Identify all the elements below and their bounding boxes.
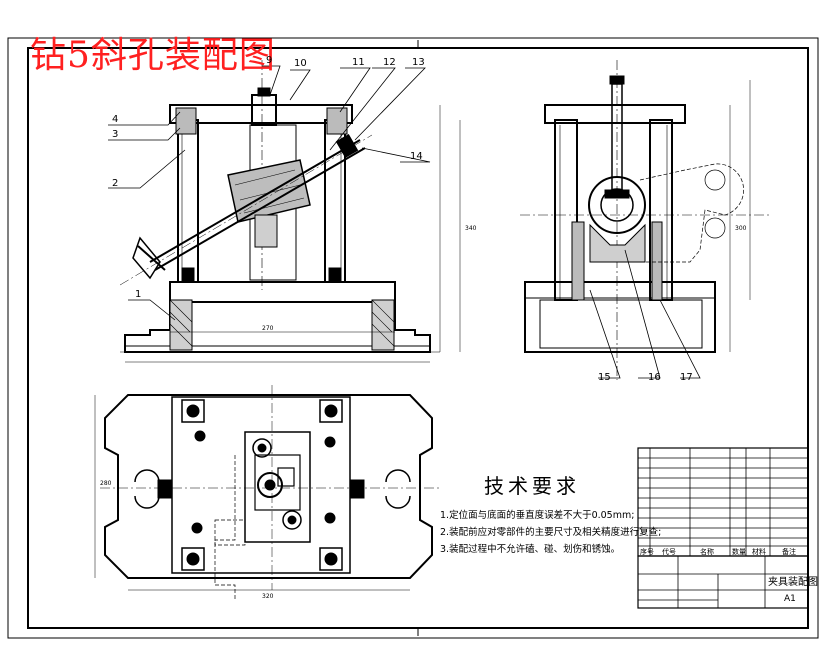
leader-lines-front — [108, 65, 431, 321]
drawing-title: 钻5斜孔装配图 — [30, 35, 276, 76]
part-number-1: 1 — [135, 289, 142, 300]
header-name: 名称 — [700, 548, 714, 556]
tech-requirements-heading: 技术要求 — [484, 474, 580, 498]
side-view — [520, 60, 770, 380]
handle — [132, 236, 161, 280]
inner-border — [27, 47, 809, 629]
part-number-3: 3 — [112, 129, 119, 140]
svg-text:300: 300 — [735, 225, 747, 232]
outer-border — [7, 37, 819, 639]
base-cavity — [189, 301, 376, 330]
base-section-left — [169, 299, 193, 351]
side-top-plate — [544, 104, 686, 124]
base-section-right — [371, 299, 395, 351]
tech-requirement-2: 2.装配前应对零部件的主要尺寸及相关精度进行复查; — [440, 527, 662, 538]
header-remark: 备注 — [782, 548, 796, 556]
parts-list — [637, 447, 809, 557]
part-number-12: 12 — [383, 57, 396, 68]
top-base-outline — [104, 394, 433, 579]
top-plate — [169, 104, 353, 124]
workpiece — [227, 159, 311, 223]
tech-requirement-1: 1.定位面与底面的垂直度误差不大于0.05mm; — [440, 510, 635, 521]
post-left — [177, 119, 199, 283]
front-view — [119, 60, 461, 363]
drill-bushing — [335, 134, 359, 158]
svg-text:270: 270 — [262, 325, 274, 332]
part-number-2: 2 — [112, 178, 119, 189]
part-number-13: 13 — [412, 57, 425, 68]
tech-requirement-3: 3.装配过程中不允许磕、碰、划伤和锈蚀。 — [440, 544, 621, 555]
leader-lines-side — [589, 249, 701, 379]
top-view — [94, 385, 440, 600]
dimension-texts: 270 340 300 280 320 — [100, 225, 747, 600]
sheet-size: A1 — [784, 594, 796, 604]
title-block — [637, 555, 809, 609]
part-number-15: 15 — [598, 372, 611, 383]
side-post-left — [554, 119, 578, 301]
part-number-16: 16 — [648, 372, 661, 383]
drawing-name: 夹具装配图 — [768, 577, 818, 588]
part-number-4: 4 — [112, 114, 119, 125]
round-workpiece — [588, 176, 646, 234]
clamp-screw — [251, 94, 277, 126]
header-no: 序号 — [640, 548, 654, 556]
part-number-10: 10 — [294, 58, 307, 69]
header-material: 材料 — [752, 548, 766, 556]
header-qty: 数量 — [732, 548, 746, 556]
drill-axis — [149, 139, 361, 263]
svg-text:340: 340 — [465, 225, 477, 232]
part-number-14: 14 — [410, 151, 423, 162]
svg-text:320: 320 — [262, 593, 274, 600]
side-base — [524, 281, 716, 353]
part-number-9: 9 — [266, 55, 273, 66]
header-code: 代号 — [662, 548, 676, 556]
svg-text:280: 280 — [100, 480, 112, 487]
part-number-11: 11 — [352, 57, 365, 68]
part-number-17: 17 — [680, 372, 693, 383]
